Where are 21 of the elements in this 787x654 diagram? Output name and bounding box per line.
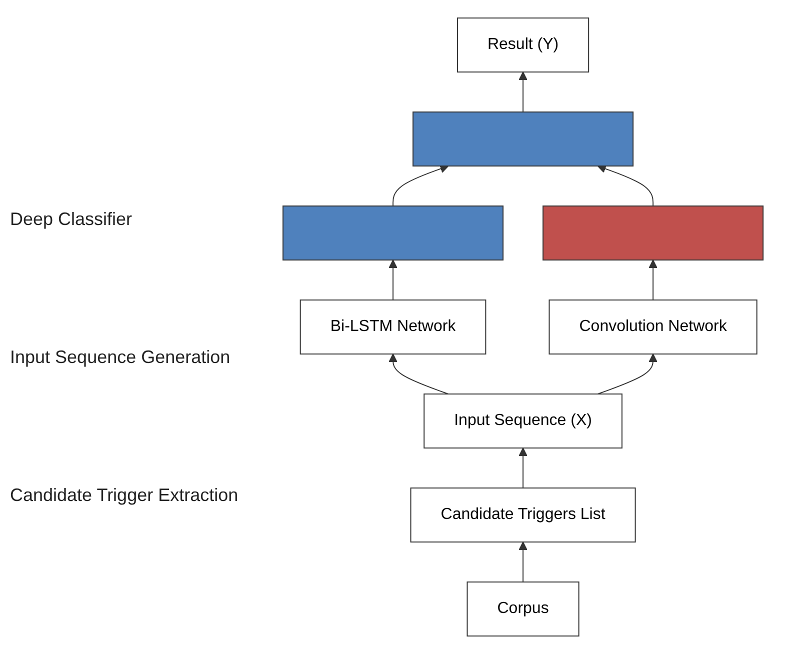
node-box: Input Sequence (X) — [424, 394, 623, 448]
node-box: Result (Y) — [457, 18, 590, 72]
node-bar — [282, 206, 504, 260]
node-box: Bi-LSTM Network — [300, 300, 487, 354]
arrow — [598, 354, 658, 394]
node-box: Convolution Network — [549, 300, 758, 354]
arrow — [389, 260, 398, 300]
stage-label: Candidate Trigger Extraction — [10, 484, 240, 506]
node-bar — [543, 206, 764, 260]
arrow — [598, 164, 654, 206]
node-box: Candidate Triggers List — [410, 488, 636, 542]
arrow — [392, 164, 450, 206]
arrow — [649, 260, 658, 300]
stage-label: Input Sequence Generation — [10, 346, 232, 368]
arrow — [519, 72, 528, 112]
stage-label: Deep Classifier — [10, 208, 134, 230]
node-box: Corpus — [467, 582, 580, 636]
arrow — [389, 354, 450, 394]
arrow — [519, 448, 528, 488]
arrow — [519, 542, 528, 582]
node-bar — [412, 112, 634, 166]
